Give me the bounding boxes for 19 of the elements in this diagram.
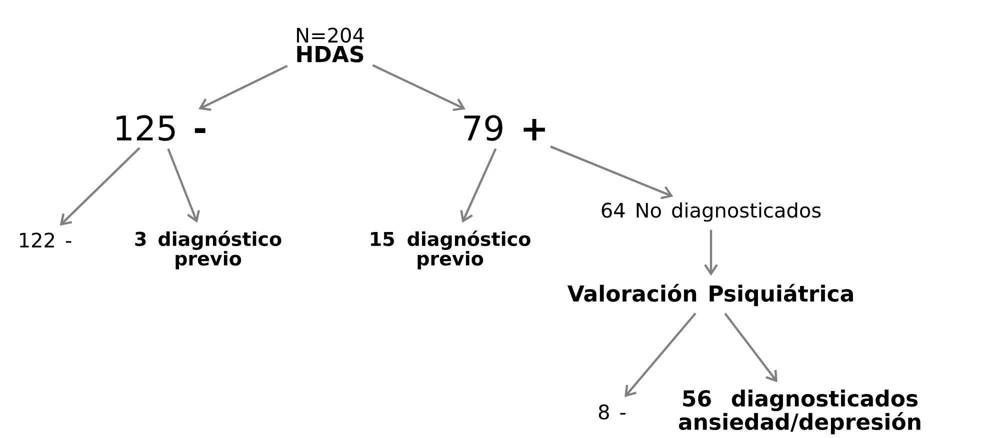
arrow — [60, 147, 140, 226]
tree-label: 122 - — [20, 232, 72, 248]
arrow — [550, 146, 674, 200]
tree-label: 3 diagnóstico previo — [135, 230, 282, 270]
arrow — [372, 64, 466, 112]
tree-label: 15 diagnóstico previo — [371, 230, 530, 270]
tree-label: Valoración Psiquiátrica — [568, 284, 853, 306]
arrow — [198, 64, 288, 111]
arrow — [704, 230, 718, 276]
tree-label: 8 - — [598, 404, 626, 420]
arrow — [460, 148, 497, 223]
tree-label: 64 No diagnosticados — [602, 202, 821, 222]
tree-label: 79 + — [464, 115, 545, 141]
tree-label: N=204 HDAS — [297, 28, 364, 62]
arrow — [167, 148, 200, 223]
arrow — [724, 312, 778, 382]
tree-label: 56 diagnosticados ansiedad/depresión — [678, 390, 920, 434]
tree-label: 125 - — [116, 115, 206, 141]
arrow — [624, 312, 696, 398]
